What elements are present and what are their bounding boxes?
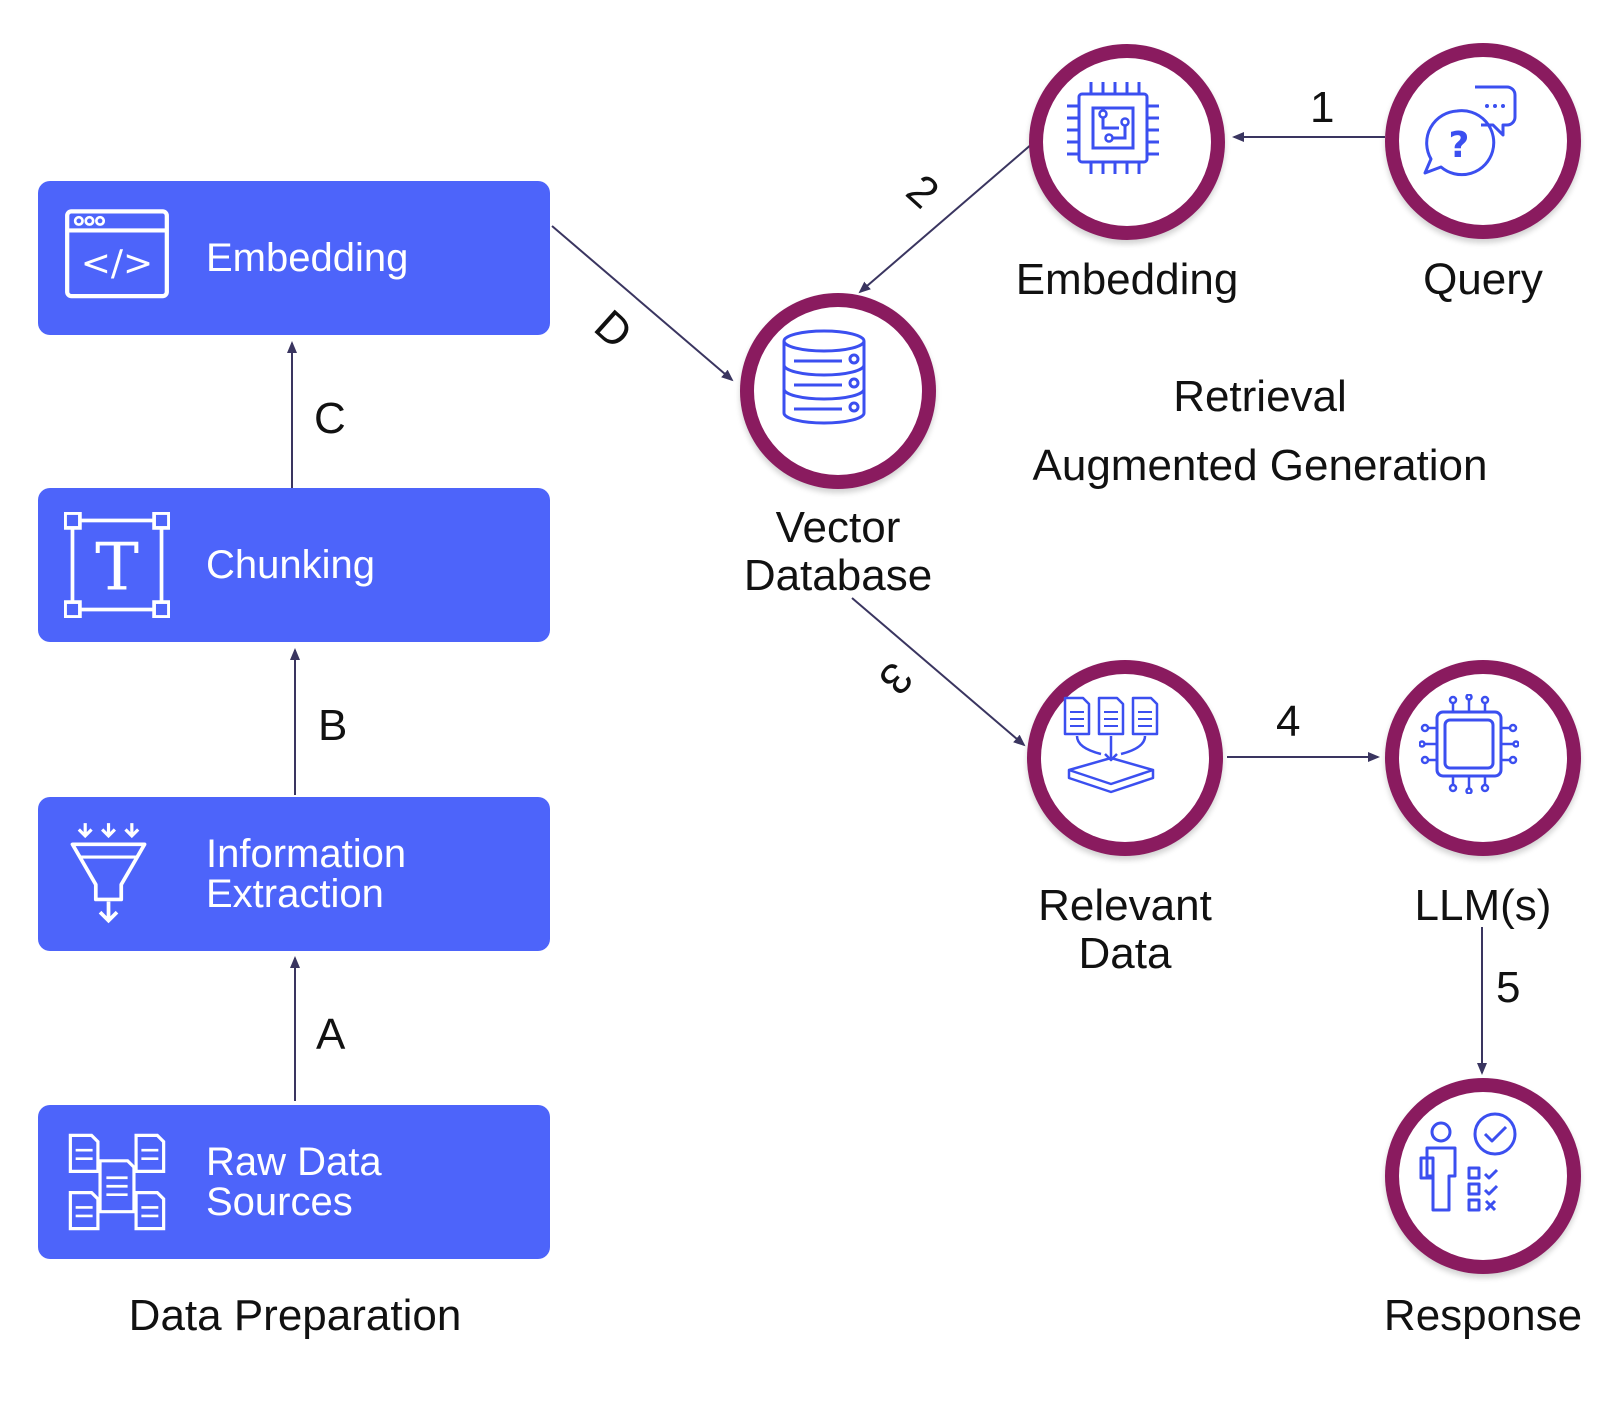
raw-data-sources-box: Raw Data Sources xyxy=(38,1105,550,1259)
rag-title-line2: Augmented Generation xyxy=(1032,441,1488,490)
chunking-box-label: Chunking xyxy=(206,543,376,587)
raw-data-sources-box-label: Raw Data Sources xyxy=(206,1140,382,1224)
llm-label: LLM(s) xyxy=(1414,881,1552,930)
chunking-box: T Chunking xyxy=(38,488,550,642)
llm-node xyxy=(1385,660,1581,856)
data-merge-icon xyxy=(1063,696,1159,794)
information-extraction-box: Information Extraction xyxy=(38,797,550,951)
step-4: 4 xyxy=(1276,697,1301,746)
svg-text:?: ? xyxy=(1449,125,1470,166)
step-1: 1 xyxy=(1310,83,1335,132)
vector-database-node xyxy=(740,293,936,489)
step-b: B xyxy=(318,701,348,750)
embedding-node xyxy=(1029,44,1225,240)
information-extraction-box-label: Information Extraction xyxy=(206,832,407,916)
arrow-3 xyxy=(851,597,1026,747)
embedding-box-label: Embedding xyxy=(206,236,409,280)
code-window-icon: </> xyxy=(65,209,169,299)
relevant-data-node xyxy=(1027,660,1223,856)
arrow-2 xyxy=(858,142,1034,294)
documents-icon xyxy=(68,1133,166,1231)
response-node xyxy=(1385,1078,1581,1274)
relevant-data-label: Relevant Data xyxy=(1038,881,1212,978)
text-frame-icon: T xyxy=(64,512,170,618)
step-a: A xyxy=(316,1010,346,1059)
funnel-icon xyxy=(70,823,147,924)
checklist-person-icon xyxy=(1419,1112,1517,1212)
svg-text:</>: </> xyxy=(81,243,154,284)
svg-text:T: T xyxy=(95,529,139,605)
processor-icon xyxy=(1419,694,1519,794)
arrow-d xyxy=(551,225,734,382)
database-icon xyxy=(782,329,866,425)
embedding-node-label: Embedding xyxy=(1015,255,1239,304)
query-node: ? xyxy=(1385,43,1581,239)
rag-title-line1: Retrieval xyxy=(1173,372,1347,421)
embedding-box: </> Embedding xyxy=(38,181,550,335)
step-5: 5 xyxy=(1496,963,1521,1012)
vector-database-label: Vector Database xyxy=(743,503,933,600)
chip-icon xyxy=(1067,82,1159,174)
response-label: Response xyxy=(1383,1291,1583,1340)
question-chat-icon: ? xyxy=(1423,85,1517,177)
data-preparation-title: Data Preparation xyxy=(128,1291,462,1340)
step-c: C xyxy=(314,394,346,443)
query-node-label: Query xyxy=(1423,255,1543,304)
